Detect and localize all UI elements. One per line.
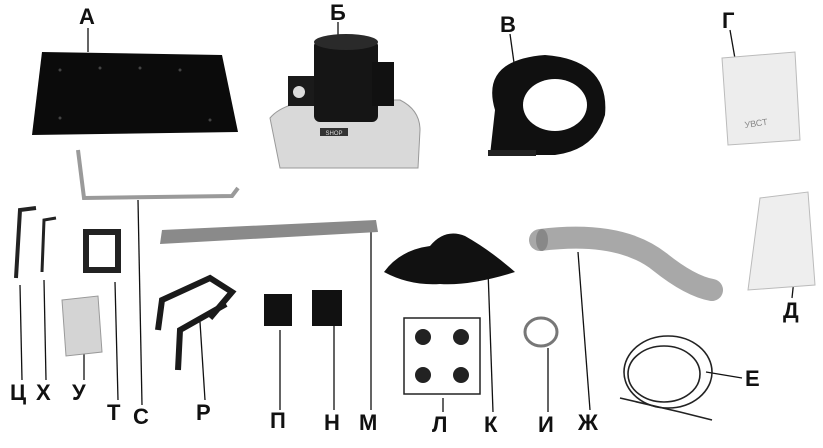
label-r: Р	[196, 400, 211, 425]
label-a: А	[79, 4, 95, 29]
hook-rod-part	[76, 149, 240, 201]
label-m: М	[359, 410, 378, 435]
label-s: С	[133, 404, 149, 429]
label-zh: Ж	[578, 410, 598, 435]
label-e: Е	[745, 366, 760, 391]
hose-end	[536, 229, 548, 251]
label-h: Х	[36, 380, 51, 405]
flex-hose-part	[529, 226, 723, 301]
long-bar-part	[160, 220, 378, 244]
handle-part	[155, 274, 237, 371]
label-u: У	[72, 380, 86, 405]
hose-clamp-part	[523, 316, 559, 348]
label-b: Б	[330, 0, 346, 25]
bag-print-text: УВСТ	[744, 117, 769, 130]
label-d: Д	[783, 298, 799, 323]
label-v: В	[500, 12, 516, 37]
label-k: К	[484, 412, 498, 437]
filter-bag-part: УВСТ	[721, 51, 801, 146]
small-block-n-part	[312, 290, 342, 326]
casters-part	[403, 317, 481, 395]
hex-key-large-part	[14, 206, 37, 279]
motor-blower-part: SHOP	[269, 34, 421, 169]
label-t: Т	[107, 400, 121, 425]
volute-housing-part	[488, 55, 606, 156]
label-g: Г	[722, 8, 735, 33]
label-i: И	[538, 412, 554, 437]
hardware-bag-part	[61, 295, 103, 357]
label-p: П	[270, 408, 286, 433]
flange-part	[384, 233, 515, 285]
label-ts: Ц	[10, 380, 27, 405]
panel-part	[32, 52, 238, 135]
hex-key-small-part	[40, 216, 57, 273]
leader-lines	[19, 22, 796, 413]
label-n: Н	[324, 410, 340, 435]
small-block-p-part	[264, 294, 292, 326]
cloth-bag-part	[747, 191, 816, 291]
gasket-frame-part	[83, 229, 121, 273]
motor-plate-text: SHOP	[325, 131, 342, 137]
cable-part	[619, 335, 713, 421]
label-l: Л	[432, 412, 448, 437]
